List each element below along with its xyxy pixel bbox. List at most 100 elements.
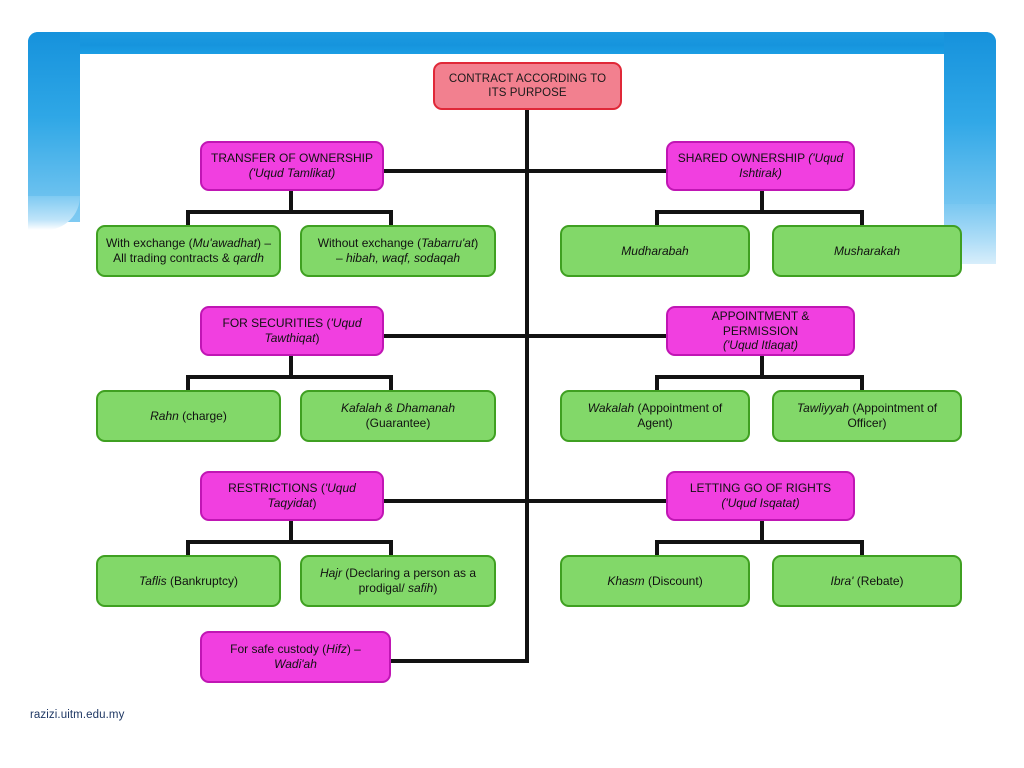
branch-connector-transfer-of-ownership [383,169,527,173]
l1a: With exchange ( [105,236,193,251]
node-root-line1: CONTRACT ACCORDING TO [448,72,607,85]
l1b: (charge) [178,408,227,423]
l2a: (Guarantee) [365,416,431,430]
node-rahn[interactable]: Rahn (charge) [96,390,281,442]
title-italic: ('Uqud Itlaqat) [723,338,798,353]
node-wakalah[interactable]: Wakalah (Appointment of Agent) [560,390,750,442]
l1i: Tabarru'at [421,236,475,251]
node-appointment-permission-text: APPOINTMENT & PERMISSION ('Uqud Itlaqat) [675,309,846,353]
node-mudharabah[interactable]: Mudharabah [560,225,750,277]
l1i: Mu'awadhat [192,236,258,251]
l1b: ) [474,236,479,251]
drop-taflis [186,540,190,556]
node-taflis-text: Taflis (Bankruptcy) [105,574,272,589]
node-kafalah-dhamanah[interactable]: Kafalah & Dhamanah (Guarantee) [300,390,496,442]
l1i: Kafalah & Dhamanah [340,401,456,416]
stem-shared-ownership [760,190,764,212]
node-shared-ownership[interactable]: SHARED OWNERSHIP ('Uqud Ishtirak) [666,141,855,191]
title-plain: SHARED OWNERSHIP [677,151,809,166]
node-for-securities-text: FOR SECURITIES ('Uqud Tawthiqat) [209,316,375,345]
drop-rahn [186,375,190,391]
node-letting-go-of-rights[interactable]: LETTING GO OF RIGHTS ('Uqud Isqatat) [666,471,855,521]
l1i: Ibra' [830,573,854,588]
drop-wakalah [655,375,659,391]
node-taflis[interactable]: Taflis (Bankruptcy) [96,555,281,607]
l1i: Khasm [607,573,645,588]
stem-transfer-of-ownership [289,190,293,212]
node-root-line2: ITS PURPOSE [488,87,567,99]
drop-mudharabah [655,210,659,226]
l1a: Without exchange ( [317,236,422,251]
l2a: All trading contracts & [113,251,234,265]
l1i: Tawliyyah [796,401,850,416]
stem-restrictions [289,520,293,542]
node-restrictions[interactable]: RESTRICTIONS ('Uqud Taqyidat) [200,471,384,521]
node-khasm-text: Khasm (Discount) [569,574,741,589]
node-shared-ownership-text: SHARED OWNERSHIP ('Uqud Ishtirak) [675,151,846,180]
node-mudharabah-text: Mudharabah [569,244,741,259]
node-for-securities[interactable]: FOR SECURITIES ('Uqud Tawthiqat) [200,306,384,356]
node-transfer-of-ownership[interactable]: TRANSFER OF OWNERSHIP ('Uqud Tamlikat) [200,141,384,191]
l1i: Wakalah [587,401,635,416]
branch-connector-appointment-permission [525,334,668,338]
node-rahn-text: Rahn (charge) [105,409,272,424]
bus-shared-ownership [655,210,864,214]
node-khasm[interactable]: Khasm (Discount) [560,555,750,607]
l2i: safih [408,581,434,595]
node-without-exchange[interactable]: Without exchange (Tabarru'at) – hibah, w… [300,225,496,277]
l2a: Agent) [637,416,673,430]
title-plain: FOR SECURITIES ( [222,316,331,331]
node-hajr-text: Hajr (Declaring a person as a prodigal/ … [309,566,487,595]
l1i: Hajr [319,566,342,581]
title-plain: TRANSFER OF OWNERSHIP [210,151,373,166]
node-with-exchange-text: With exchange (Mu'awadhat) – All trading… [105,236,272,265]
title-line2-italic: Wadi'ah [274,657,317,671]
l1b: ) – [257,236,272,251]
bus-appointment-permission [655,375,864,379]
node-ibra-text: Ibra' (Rebate) [781,574,953,589]
drop-with-exchange [186,210,190,226]
drop-without-exchange [389,210,393,226]
node-with-exchange[interactable]: With exchange (Mu'awadhat) – All trading… [96,225,281,277]
node-root[interactable]: CONTRACT ACCORDING TO ITS PURPOSE [433,62,622,110]
title-plain: LETTING GO OF RIGHTS [689,481,832,496]
node-safe-custody[interactable]: For safe custody (Hifz) – Wadi'ah [200,631,391,683]
drop-ibra [860,540,864,556]
l1i: Taflis [139,573,167,588]
stem-appointment-permission [760,355,764,377]
branch-connector-restrictions [383,499,527,503]
node-appointment-permission[interactable]: APPOINTMENT & PERMISSION ('Uqud Itlaqat) [666,306,855,356]
title-italic: ('Uqud Isqatat) [721,496,800,510]
l1b: (Discount) [644,573,703,588]
l1b: (Rebate) [853,573,904,588]
node-tawliyyah[interactable]: Tawliyyah (Appointment of Officer) [772,390,962,442]
l1b: (Appointment of [634,401,723,416]
title-italic: 'Uqud Taqyidat [267,481,356,510]
l1b: (Declaring a person as a [341,566,477,581]
branch-connector-for-securities [383,334,527,338]
drop-kafalah-dhamanah [389,375,393,391]
drop-khasm [655,540,659,556]
title-plain: For safe custody ( [230,642,327,657]
l1i: Rahn [150,408,179,423]
title-tail: ) – [346,642,361,657]
trunk-connector [525,110,529,663]
l1i: Musharakah [833,243,901,258]
branch-connector-letting-go-of-rights [525,499,668,503]
node-restrictions-text: RESTRICTIONS ('Uqud Taqyidat) [209,481,375,510]
drop-hajr [389,540,393,556]
bus-for-securities [186,375,393,379]
l2i: qardh [233,251,264,265]
title-italic: 'Uqud Tawthiqat [264,316,362,345]
node-musharakah[interactable]: Musharakah [772,225,962,277]
node-ibra[interactable]: Ibra' (Rebate) [772,555,962,607]
title-tail: ) [312,496,317,510]
title-tail: ) [315,331,320,345]
title-italic: ('Uqud Tamlikat) [248,166,336,180]
node-hajr[interactable]: Hajr (Declaring a person as a prodigal/ … [300,555,496,607]
l2a: prodigal/ [358,581,408,595]
stem-for-securities [289,355,293,377]
source-footer: razizi.uitm.edu.my [30,709,125,721]
